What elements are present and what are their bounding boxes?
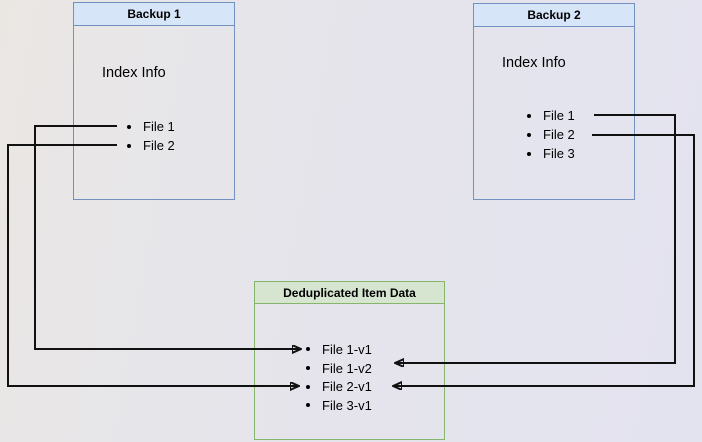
- backup2-file-list: File 1 File 2 File 3: [527, 106, 575, 163]
- bullet-icon: [527, 132, 531, 137]
- backup2-index-info-label: Index Info: [502, 55, 566, 71]
- list-item-label: File 3: [543, 146, 575, 161]
- list-item: File 2-v1: [306, 377, 372, 396]
- list-item: File 1-v2: [306, 359, 372, 378]
- backup2-box: Backup 2 Index Info File 1 File 2 File 3: [473, 3, 635, 200]
- bullet-icon: [306, 366, 310, 371]
- list-item: File 3-v1: [306, 396, 372, 415]
- backup1-file-list: File 1 File 2: [127, 117, 175, 155]
- list-item: File 2: [527, 125, 575, 144]
- backup1-index-info-label: Index Info: [102, 65, 166, 81]
- list-item-label: File 1-v1: [322, 341, 372, 357]
- list-item: File 1: [527, 106, 575, 125]
- bullet-icon: [127, 124, 131, 129]
- bullet-icon: [527, 151, 531, 156]
- backup1-box: Backup 1 Index Info File 1 File 2: [73, 2, 235, 200]
- list-item: File 1: [127, 117, 175, 136]
- list-item: File 1-v1: [306, 340, 372, 359]
- bullet-icon: [527, 113, 531, 118]
- list-item-label: File 2: [543, 127, 575, 142]
- backup1-header: Backup 1: [74, 3, 234, 26]
- list-item-label: File 2-v1: [322, 379, 372, 395]
- list-item-label: File 1-v2: [322, 360, 372, 376]
- bullet-icon: [306, 403, 310, 408]
- list-item: File 3: [527, 144, 575, 163]
- list-item-label: File 1: [143, 119, 175, 134]
- list-item-label: File 2: [143, 138, 175, 153]
- dedup-file-list: File 1-v1 File 1-v2 File 2-v1 File 3-v1: [306, 340, 372, 415]
- list-item: File 2: [127, 136, 175, 155]
- bullet-icon: [306, 347, 310, 352]
- list-item-label: File 3-v1: [322, 397, 372, 413]
- dedup-box: Deduplicated Item Data File 1-v1 File 1-…: [254, 281, 445, 440]
- bullet-icon: [127, 143, 131, 148]
- backup2-header: Backup 2: [474, 4, 634, 27]
- bullet-icon: [306, 384, 310, 389]
- list-item-label: File 1: [543, 108, 575, 123]
- dedup-header: Deduplicated Item Data: [255, 282, 444, 304]
